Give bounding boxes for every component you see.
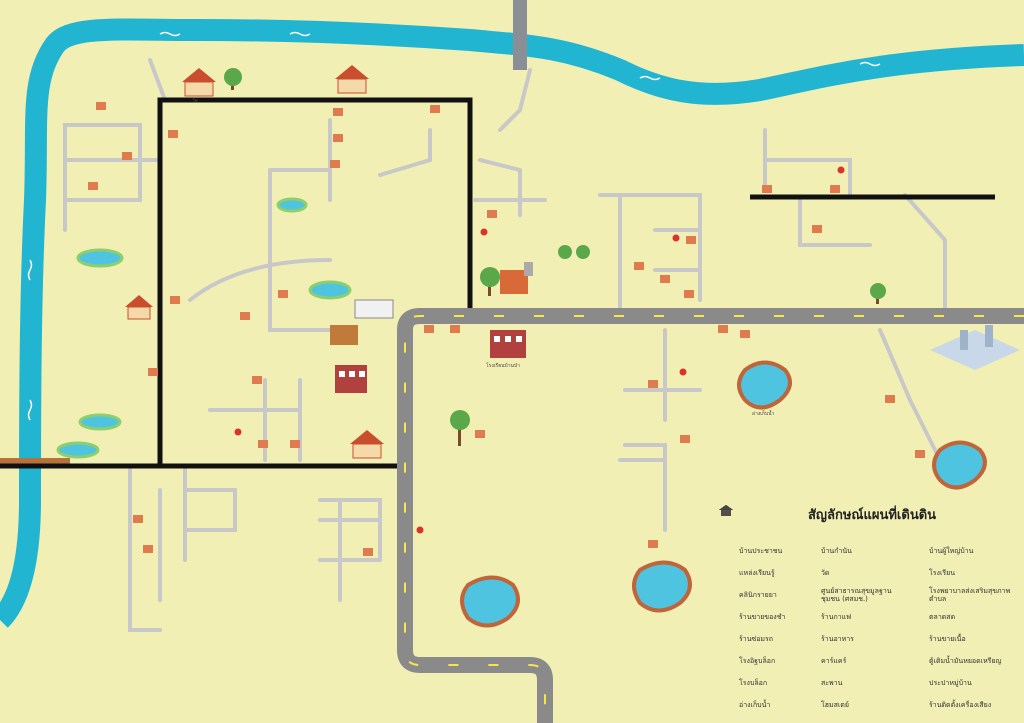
legend-item-label: แหล่งเรียนรู้ <box>739 569 775 577</box>
legend-item: บ้านประชาชน <box>718 505 800 559</box>
pin-icons <box>234 166 845 534</box>
legend-item: โรงอิฐบล็อก <box>718 505 800 669</box>
legend-item-label: ร้านขายเนื้อ <box>929 635 966 643</box>
tree-icons <box>224 68 886 446</box>
legend-item-label: โรงเรียน <box>929 569 955 577</box>
house-icons <box>88 102 925 556</box>
school-label: โรงเรียนบ้านป่า <box>486 363 520 369</box>
legend-item: โฮมสเตย์ <box>719 505 908 713</box>
fuel-icon <box>719 505 924 668</box>
legend-item: ร้านซ่อมรถ <box>718 505 800 647</box>
legend-item: ร้านขายของชำ <box>718 505 800 625</box>
legend-item-label: บ้านผู้ใหญ่บ้าน <box>929 547 974 555</box>
legend-grid: บ้านประชาชน บ้านกำนัน บ้านผู้ใหญ่บ้านแหล่ง… <box>718 505 1018 713</box>
bridge-left <box>0 458 70 468</box>
ponds <box>56 197 987 628</box>
reservoir-label: อ่างเก็บน้ำ <box>752 411 775 417</box>
bridge-top <box>513 0 527 70</box>
legend-item-label: บ้านประชาชน <box>739 547 783 555</box>
legend-item: อ่างเก็บน้ำ <box>718 505 800 713</box>
legend-item: โรงพยาบาลส่งเสริมสุขภาพตำบล <box>719 505 1018 603</box>
legend-item-label: สะพาน <box>821 679 843 687</box>
legend-item: ตู้เติมน้ำมันหยอดเหรียญ <box>719 505 1018 669</box>
legend-item-label: ศูนย์สาธารณสุขมูลฐานชุมชน (ศสมช.) <box>821 587 892 603</box>
legend-item-label: ร้านอาหาร <box>821 635 854 643</box>
reservoir-icon <box>718 505 734 712</box>
legend-item: ร้านอาหาร <box>719 505 908 647</box>
legend-item-label: ประปาหมู่บ้าน <box>929 679 972 687</box>
cafe-icon <box>719 505 816 624</box>
legend-item-label: ตู้เติมน้ำมันหยอดเหรียญ <box>929 657 1002 665</box>
legend-item-label: โรงอิฐบล็อก <box>739 657 776 665</box>
river <box>0 18 1024 628</box>
legend-item-label: วัด <box>821 569 830 577</box>
legend-item-label: ร้านติดตั้งเครื่องเสียง <box>929 701 992 709</box>
legend-item: คาร์แคร์ <box>719 505 908 669</box>
legend-item-label: อ่างเก็บน้ำ <box>739 701 771 709</box>
legend-item-label: โรงพยาบาลส่งเสริมสุขภาพตำบล <box>929 587 1011 603</box>
legend-item: วัด <box>719 505 908 581</box>
legend-item: บ้านผู้ใหญ่บ้าน <box>719 505 1018 559</box>
legend-item: สะพาน <box>719 505 908 691</box>
legend-item: ประปาหมู่บ้าน <box>719 505 1018 691</box>
butcher-icon <box>719 505 924 646</box>
sound-shop-icon <box>719 505 924 712</box>
house-icon <box>718 505 734 558</box>
temple-icon <box>719 505 816 580</box>
legend-item-label: ร้านซ่อมรถ <box>739 635 774 643</box>
carcare-icon <box>719 505 816 668</box>
main-road <box>397 308 1024 723</box>
clinic-icon <box>718 505 734 602</box>
legend-item-label: ตลาดสด <box>929 613 956 621</box>
block-icon <box>718 505 734 690</box>
legend-item: บ้านกำนัน <box>719 505 908 559</box>
village-boundary <box>0 97 995 469</box>
legend-title: สัญลักษณ์แผนที่เดินดิน <box>808 508 937 523</box>
legend-item: โรงบล็อก <box>718 505 800 691</box>
legend-item: แหล่งเรียนรู้ <box>718 505 800 581</box>
brick-icon <box>718 505 734 668</box>
legend-item: ร้านขายเนื้อ <box>719 505 1018 647</box>
legend-item: ศูนย์สาธารณสุขมูลฐานชุมชน (ศสมช.) <box>719 505 908 603</box>
legend-item-label: โฮมสเตย์ <box>821 701 849 709</box>
bridge-icon <box>719 505 816 690</box>
river-highlights <box>27 31 881 421</box>
health-center-icon <box>719 505 816 602</box>
market-icon <box>719 505 924 624</box>
restaurant-icon <box>719 505 816 646</box>
school-icons <box>330 270 528 393</box>
school-icon <box>719 505 924 580</box>
grocery-icon <box>718 505 734 624</box>
legend-item-label: ร้านกาแฟ <box>821 613 852 621</box>
legend-item-label: ร้านขายของชำ <box>739 613 786 621</box>
temple-icons <box>125 65 384 459</box>
headman-house-icon <box>719 505 924 558</box>
water-tower-icon <box>719 505 924 690</box>
hospital-icon <box>719 505 924 602</box>
legend-item: ตลาดสด <box>719 505 1018 625</box>
legend-item-label: บ้านกำนัน <box>821 547 852 555</box>
chief-house-icon <box>719 505 816 558</box>
homestay-icon <box>719 505 816 712</box>
legend-item: ร้านติดตั้งเครื่องเสียง <box>719 505 1018 713</box>
water-tower-icon <box>524 262 533 276</box>
legend-item: โรงเรียน <box>719 505 1018 581</box>
legend-item-label: คลินิกรายยา <box>739 591 777 599</box>
map-legend: สัญลักษณ์แผนที่เดินดิน บ้านประชาชน บ้านกำ… <box>718 504 1018 713</box>
legend-item-label: โรงบล็อก <box>739 679 768 687</box>
garage-icon <box>718 505 734 646</box>
legend-item-label: คาร์แคร์ <box>821 657 847 665</box>
legend-item: คลินิกรายยา <box>718 505 800 603</box>
learning-icon <box>718 505 734 580</box>
legend-item: ร้านกาแฟ <box>719 505 908 625</box>
factory-icon <box>930 325 1020 370</box>
temple-label: วัด <box>192 98 199 104</box>
